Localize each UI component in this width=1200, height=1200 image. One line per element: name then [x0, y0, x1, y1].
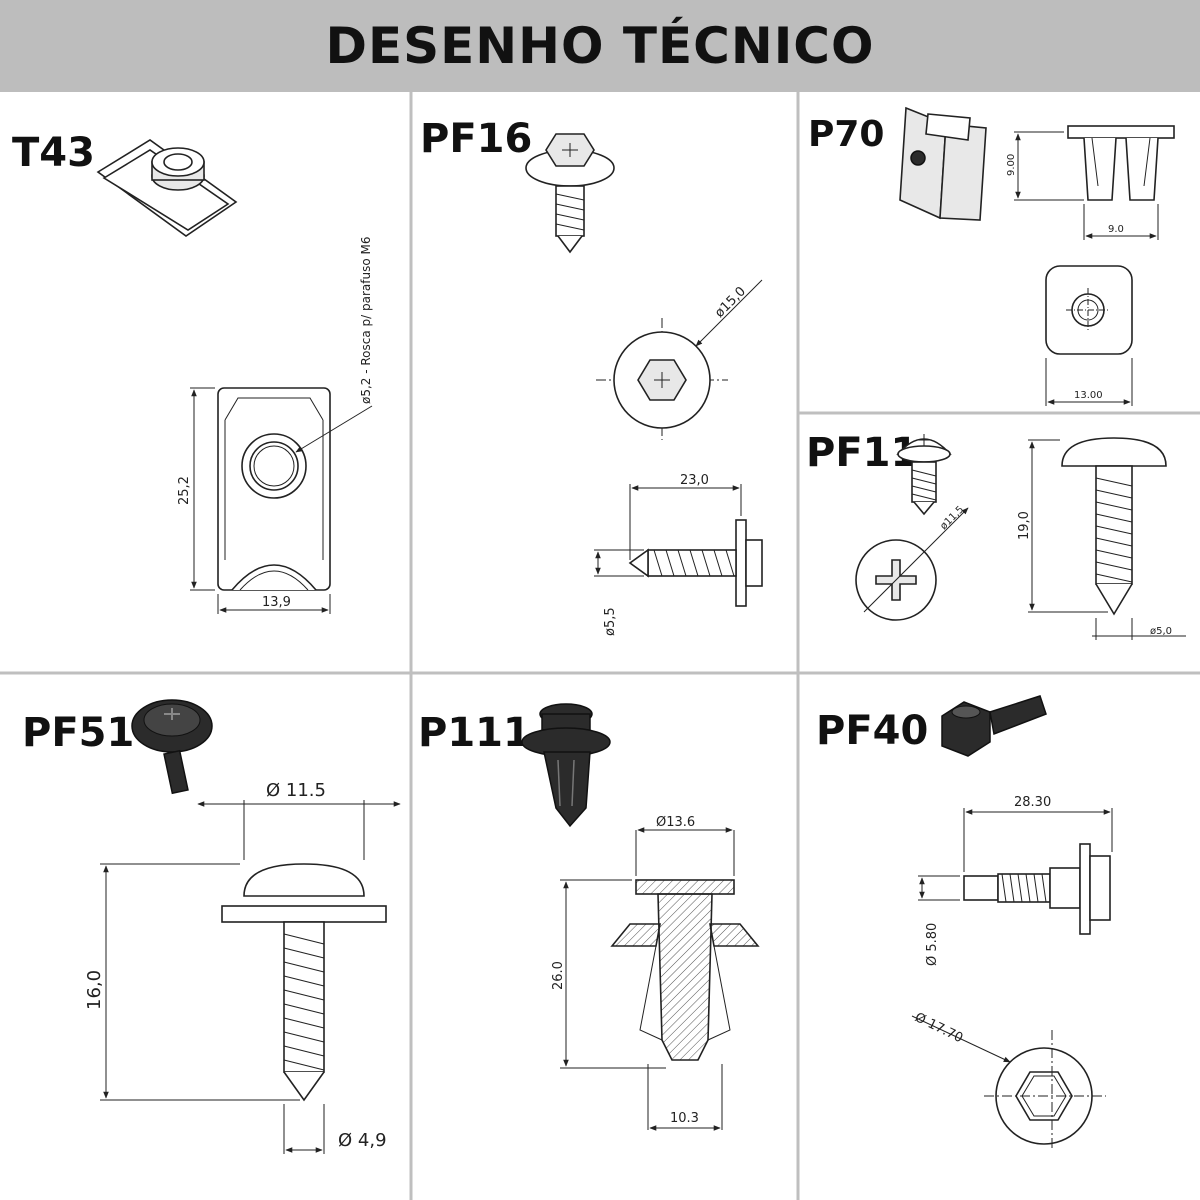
panel-p70: P70 9.00 9.0	[808, 106, 1175, 406]
pf16-top-view: ø15,0	[596, 279, 763, 440]
pf16-length-label: 23,0	[680, 473, 709, 488]
pf51-length-label: 16,0	[84, 970, 105, 1010]
pf40-top-view: Ø 17.70	[911, 1010, 1106, 1150]
pf16-side-view: 23,0 ø5,5	[594, 473, 763, 636]
pf40-iso-view	[941, 695, 1047, 757]
pf11-side-view: 19,0 ø5,0	[1017, 437, 1186, 640]
part-code-p111: P111	[418, 710, 531, 756]
pf40-shank-diameter: Ø 5.80	[925, 923, 940, 966]
pf40-side-view: 28.30 Ø 5.80	[918, 795, 1113, 966]
part-code-pf40: PF40	[816, 708, 928, 754]
pf11-length-label: 19,0	[1017, 511, 1032, 540]
pf11-top-view: ø11,5	[855, 504, 969, 621]
p70-height-label: 9.00	[1006, 154, 1017, 176]
pf11-head-diameter: ø11,5	[938, 504, 966, 532]
part-code-p70: P70	[808, 114, 884, 155]
pf16-head-diameter: ø15,0	[712, 284, 749, 321]
p70-top-view: 13.00	[1045, 265, 1133, 406]
p70-base-width-label: 13.00	[1074, 390, 1103, 401]
panel-t43: T43	[12, 130, 373, 614]
part-code-t43: T43	[12, 130, 95, 176]
panel-pf40: PF40 28.30 Ø 5.80	[816, 695, 1113, 1150]
t43-iso-view	[96, 139, 238, 237]
t43-height-label: 25,2	[177, 476, 192, 505]
p70-side-view: 9.00 9.0	[1006, 125, 1175, 240]
panel-pf11: PF11 ø11,5	[806, 430, 1186, 640]
pf51-side-view: Ø 11.5 16,0 Ø 4,9	[84, 780, 401, 1154]
part-code-pf16: PF16	[420, 116, 532, 162]
t43-front-view: 25,2 13,9 ø5,2 - Rosca p/ parafuso M6	[177, 236, 373, 614]
pf16-shank-diameter: ø5,5	[603, 607, 618, 636]
p70-width-label: 9.0	[1108, 224, 1124, 235]
t43-width-label: 13,9	[262, 595, 291, 610]
p70-iso-view	[899, 106, 987, 221]
t43-thread-note: ø5,2 - Rosca p/ parafuso M6	[359, 236, 373, 404]
header-bar: DESENHO TÉCNICO	[0, 0, 1200, 92]
p111-iso-view	[521, 703, 611, 828]
pf16-iso-view	[525, 133, 615, 254]
pf51-head-diameter: Ø 11.5	[266, 780, 326, 801]
pf11-shank-diameter: ø5,0	[1150, 626, 1172, 637]
pf11-iso-view	[896, 434, 952, 516]
part-code-pf51: PF51	[22, 710, 134, 756]
pf40-length-label: 28.30	[1014, 795, 1051, 810]
panel-pf16: PF16 ø15,0	[420, 116, 763, 636]
pf40-head-diameter: Ø 17.70	[912, 1010, 965, 1046]
pf51-shank-diameter: Ø 4,9	[338, 1130, 387, 1151]
panel-p111: P111 Ø13.6 26.0	[418, 703, 760, 1131]
pf51-iso-view	[131, 699, 213, 795]
page-title: DESENHO TÉCNICO	[325, 17, 875, 75]
grid-lines	[0, 92, 1200, 1200]
p111-head-diameter: Ø13.6	[656, 815, 695, 830]
panel-pf51: PF51 Ø 11.5 16,0	[22, 699, 401, 1154]
p111-section-view: Ø13.6 26.0 10.3	[551, 815, 760, 1131]
p111-length-label: 26.0	[551, 961, 566, 990]
p111-base-width-label: 10.3	[670, 1111, 699, 1126]
